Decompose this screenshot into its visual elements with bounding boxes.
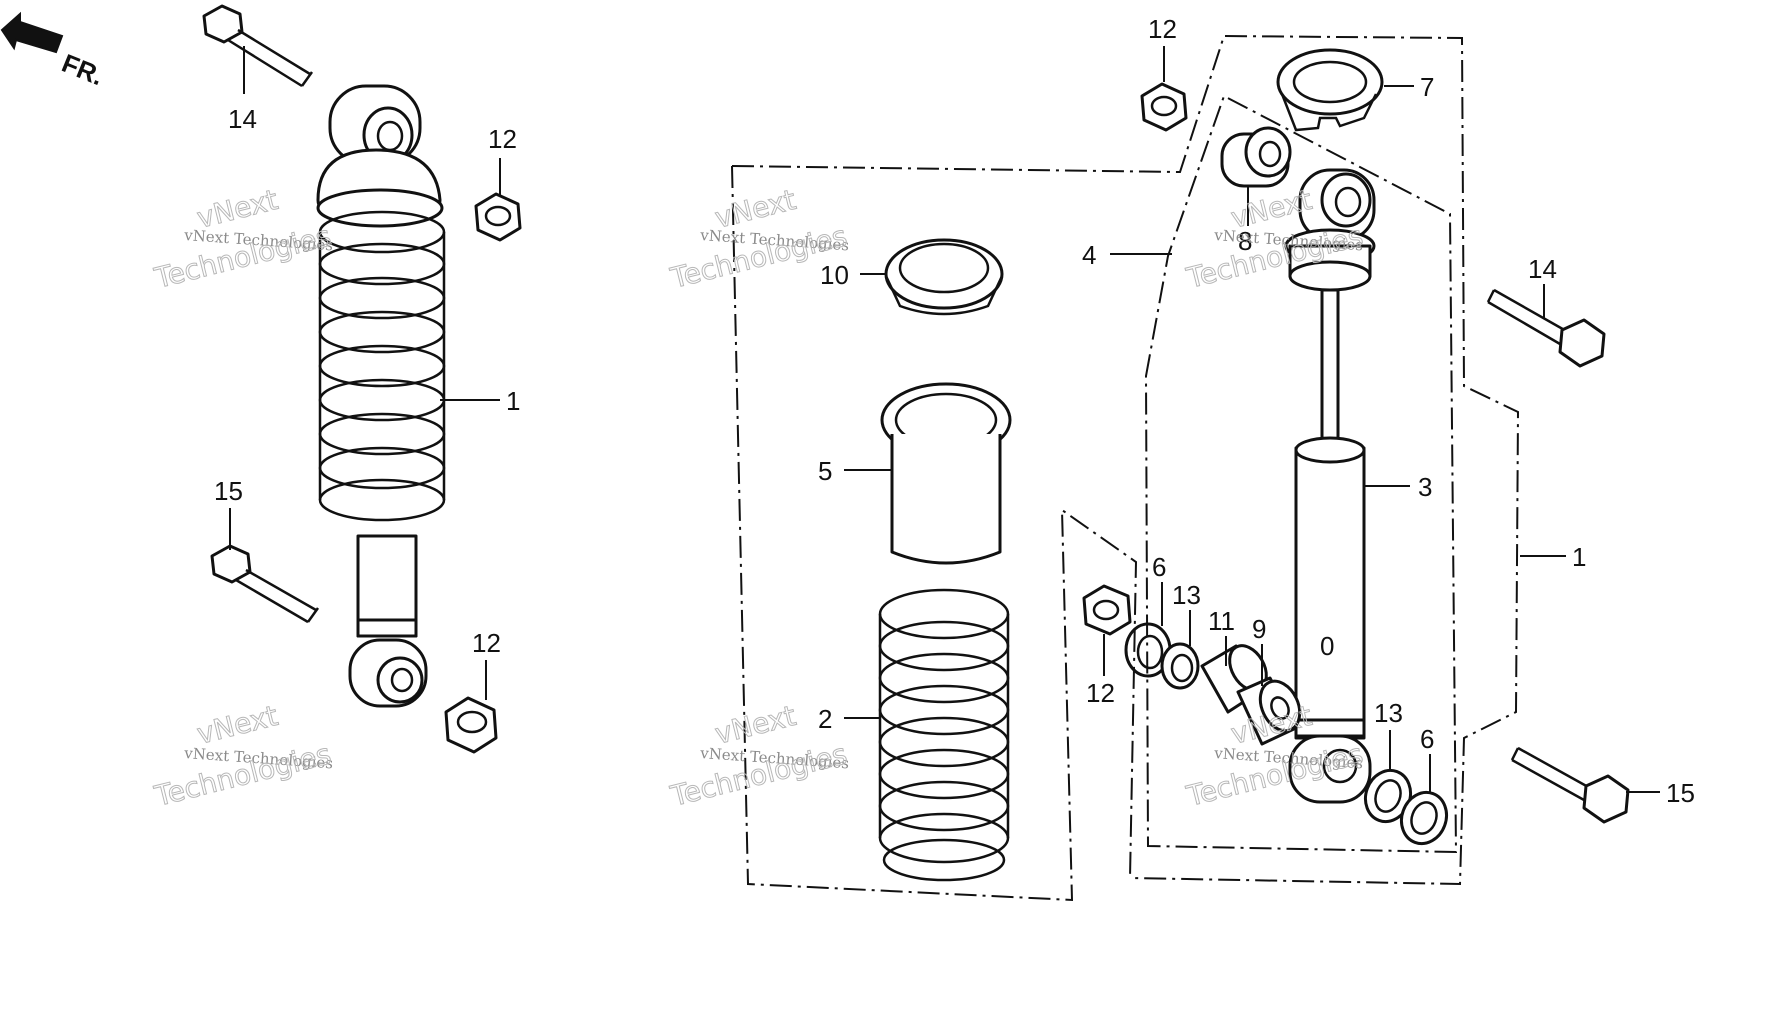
callout-14-left: 14	[228, 104, 257, 134]
callout-labels: 14 12 1 15 12 10 5 2 12 7 4 8 14 3 1 6 1…	[214, 14, 1695, 808]
svg-text:vNext: vNext	[712, 699, 799, 751]
leader-lines	[229, 46, 1660, 793]
bolt-14-left	[202, 4, 314, 88]
callout-10: 10	[820, 260, 849, 290]
callout-14-right: 14	[1528, 254, 1557, 284]
callout-12-bottom-left: 12	[472, 628, 501, 658]
assembled-shock-absorber	[316, 84, 446, 708]
callout-11: 11	[1208, 606, 1235, 636]
bolt-15-right	[1510, 746, 1630, 824]
callout-3: 3	[1418, 472, 1432, 502]
callout-8: 8	[1238, 226, 1252, 256]
front-label: FR.	[58, 48, 108, 92]
spring-guide-10	[884, 238, 1004, 316]
watermark-top-left: vNext vNext Technologies Technologies	[150, 182, 334, 295]
seal-13-bottom	[1363, 768, 1413, 824]
callout-15-right: 15	[1666, 778, 1695, 808]
lower-damper-band	[356, 618, 418, 638]
svg-text:0: 0	[1320, 631, 1334, 661]
lower-eye-bushing	[376, 656, 424, 704]
callout-6-top: 6	[1152, 552, 1166, 582]
nut-12-top-left	[474, 192, 522, 242]
nut-12-top-right	[1140, 82, 1188, 132]
callout-7: 7	[1420, 72, 1434, 102]
upper-bushing-8	[1220, 126, 1292, 188]
front-direction-indicator: FR.	[0, 11, 108, 92]
assembled-coil-spring	[318, 210, 446, 522]
front-arrow-icon	[0, 11, 64, 54]
svg-text:vNext: vNext	[194, 699, 281, 751]
callout-1-left: 1	[506, 386, 520, 416]
upper-cap-7	[1276, 48, 1384, 132]
nut-12-mid-right	[1082, 584, 1132, 636]
callout-6-bottom: 6	[1420, 724, 1434, 754]
callout-12-top-left: 12	[488, 124, 517, 154]
watermark-bottom-left: vNext vNext Technologies Technologies	[150, 698, 334, 813]
nut-12-bottom-left	[444, 696, 498, 754]
callout-2: 2	[818, 704, 832, 734]
callout-15-left: 15	[214, 476, 243, 506]
callout-5: 5	[818, 456, 832, 486]
callout-12-mid-right: 12	[1086, 678, 1115, 708]
coil-spring-2	[878, 588, 1010, 882]
assembly-group-outline	[731, 34, 1520, 902]
bushing-9	[1236, 676, 1302, 746]
callout-4: 4	[1082, 240, 1096, 270]
callout-1-right: 1	[1572, 542, 1586, 572]
seal-13-top	[1160, 642, 1200, 690]
bolt-15-left	[210, 544, 320, 624]
dust-cover-5	[880, 382, 1012, 565]
callout-13-top: 13	[1172, 580, 1201, 610]
damper-unit-3: 0	[1284, 168, 1376, 804]
bolt-14-right	[1486, 288, 1606, 368]
callout-12-top-right: 12	[1148, 14, 1177, 44]
seal-6-bottom	[1399, 790, 1449, 846]
callout-9: 9	[1252, 614, 1266, 644]
callout-13-bottom: 13	[1374, 698, 1403, 728]
